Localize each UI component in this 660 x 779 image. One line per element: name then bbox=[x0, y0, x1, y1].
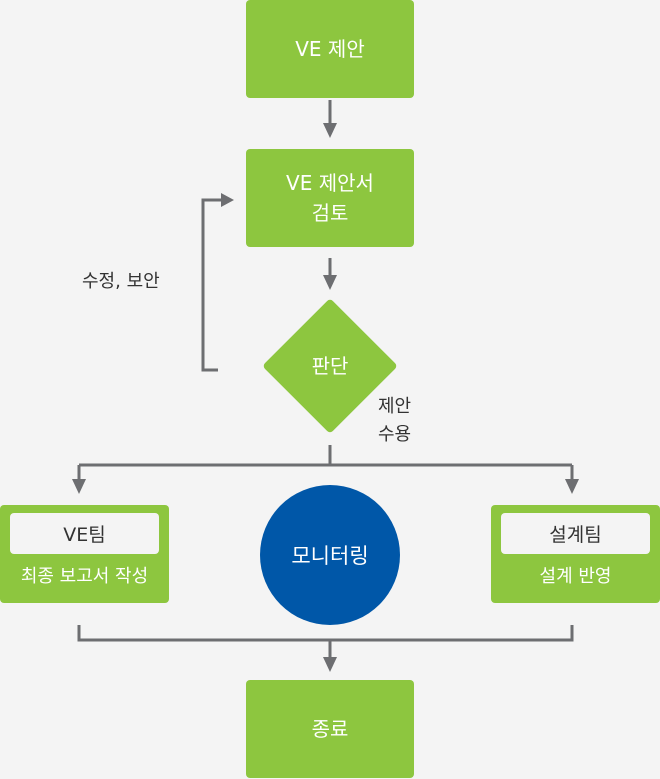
arrow-right-icon bbox=[221, 193, 234, 207]
arrow-down-icon bbox=[323, 275, 337, 290]
arrow-down-icon bbox=[72, 479, 86, 494]
proposal-review-line1: VE 제안서 bbox=[286, 171, 374, 195]
ve-team-task: 최종 보고서 작성 bbox=[20, 566, 149, 587]
end-box: 종료 bbox=[246, 680, 414, 778]
ve-team-box: VE팀 최종 보고서 작성 bbox=[0, 505, 169, 603]
accept-label-line2: 수용 bbox=[378, 424, 412, 445]
revise-label: 수정, 보안 bbox=[82, 271, 160, 292]
proposal-review-box: VE 제안서 검토 bbox=[246, 149, 414, 247]
design-team-title: 설계팀 bbox=[501, 513, 650, 554]
end-label: 종료 bbox=[311, 717, 349, 741]
design-team-task: 설계 반영 bbox=[539, 566, 612, 587]
ve-proposal-box: VE 제안 bbox=[246, 0, 414, 98]
decision-label: 판단 bbox=[311, 354, 349, 378]
arrow-down-icon bbox=[323, 123, 337, 138]
accept-label: 제안 수용 bbox=[378, 393, 411, 449]
monitoring-circle: 모니터링 bbox=[260, 485, 400, 625]
arrow-down-icon bbox=[565, 479, 579, 494]
monitoring-label: 모니터링 bbox=[291, 544, 369, 568]
ve-proposal-label: VE 제안 bbox=[295, 37, 365, 61]
proposal-review-line2: 검토 bbox=[311, 201, 349, 225]
ve-team-title: VE팀 bbox=[10, 513, 159, 554]
accept-label-line1: 제안 bbox=[378, 396, 412, 417]
arrow-down-icon bbox=[323, 657, 337, 672]
design-team-box: 설계팀 설계 반영 bbox=[491, 505, 660, 603]
